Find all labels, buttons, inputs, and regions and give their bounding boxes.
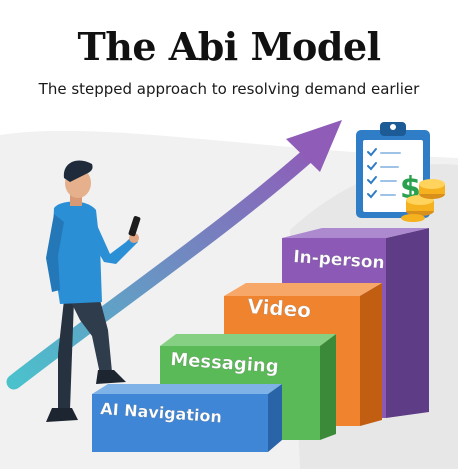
person-with-phone-illustration (46, 160, 141, 422)
growth-arrow-icon (6, 120, 342, 390)
step-ai-navigation (92, 384, 282, 452)
page-subtitle: The stepped approach to resolving demand… (38, 80, 420, 98)
clipboard-checklist-icon (356, 122, 430, 218)
step-label-video: Video (247, 294, 312, 322)
page-title: The Abi Model (77, 24, 381, 69)
coin-stack-icon (401, 179, 445, 222)
